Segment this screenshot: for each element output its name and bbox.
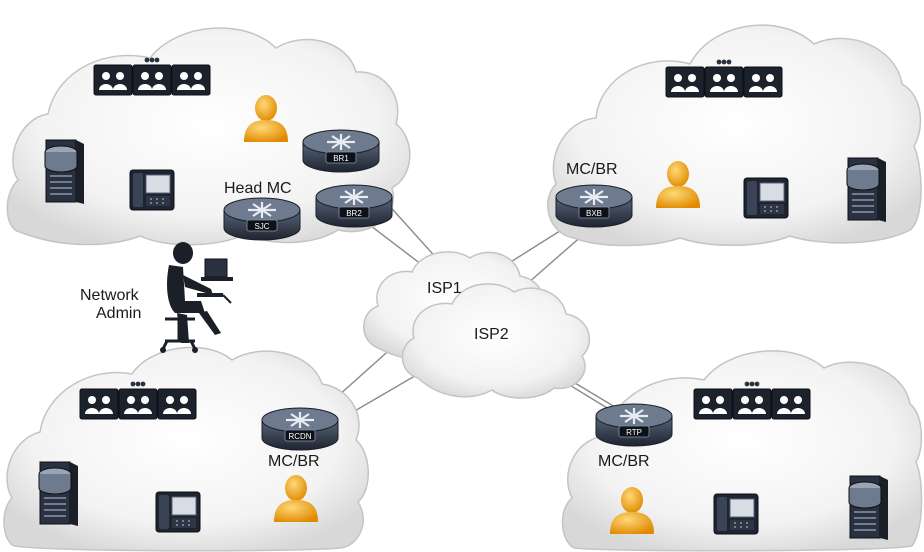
router-rcdn-label: RCDN [288,432,311,441]
router-rtp: RTP [594,402,674,448]
site-cloud-top-right [547,24,922,247]
router-br1-label: BR1 [333,154,349,163]
isp2-cloud [401,283,591,399]
ip-phone-icon-bottom-right [713,493,759,535]
server-icon-bottom-right [848,475,889,541]
site-cloud-bottom-right [561,350,923,552]
router-rtp-label: RTP [626,428,642,437]
network-admin-icon [160,242,233,353]
server-icon-bottom-left [38,461,79,527]
network-admin-label-line1: Network [80,287,140,304]
router-sjc-label: SJC [254,222,269,231]
mc-br-label-bottom-left: MC/BR [268,453,320,470]
isp1-label: ISP1 [427,280,462,297]
router-br2-label: BR2 [346,209,362,218]
server-icon-top-right [846,157,887,223]
router-br1: BR1 [301,128,381,174]
ip-phone-icon-top-left [129,169,175,211]
server-icon-top-left [44,139,85,205]
router-bxb: BXB [554,183,634,229]
ip-phone-icon-bottom-left [155,491,201,533]
router-br2: BR2 [314,183,394,229]
router-sjc: SJC [222,196,302,242]
mc-br-label-bottom-right: MC/BR [598,453,650,470]
router-rcdn: RCDN [260,406,340,452]
isp2-label: ISP2 [474,326,509,343]
network-admin-label-line2: Admin [96,305,141,322]
router-bxb-label: BXB [586,209,602,218]
mc-br-label-top-right: MC/BR [566,161,618,178]
ip-phone-icon-top-right [743,177,789,219]
head-mc-label: Head MC [224,180,292,197]
